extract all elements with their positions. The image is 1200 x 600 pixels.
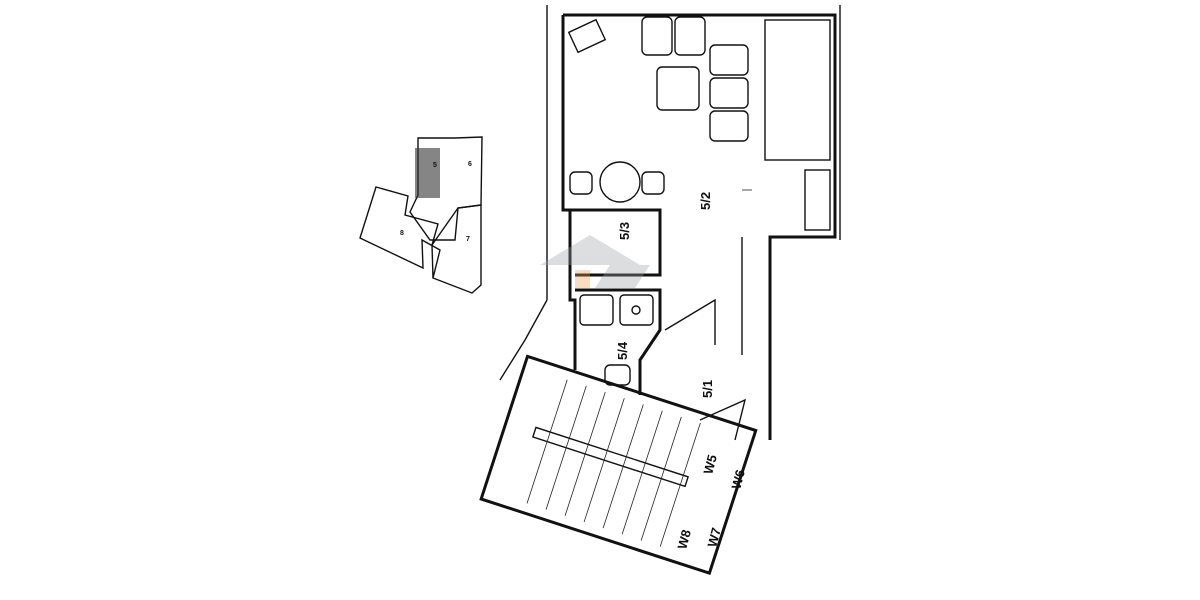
staircase <box>479 354 758 576</box>
key-divider <box>431 244 434 279</box>
drain <box>631 305 641 315</box>
key-label-8: 8 <box>400 230 404 237</box>
outer-wall-left <box>561 15 577 370</box>
outer-wall-right <box>563 13 837 440</box>
key-unit-5-fill <box>415 148 440 198</box>
chair <box>569 171 593 195</box>
key-label-5: 5 <box>433 162 437 169</box>
window-label-w5: W5 <box>700 453 720 476</box>
sofa-seat <box>709 110 749 142</box>
room-label-5-4: 5/4 <box>615 341 630 360</box>
facade-angle <box>499 299 548 381</box>
sofa-seat <box>674 16 706 56</box>
door-swing <box>664 298 716 345</box>
stairwell-walls <box>479 354 758 576</box>
room-label-5-2: 5/2 <box>698 192 713 210</box>
key-label-6: 6 <box>468 161 472 168</box>
key-label-7: 7 <box>466 236 470 243</box>
stair-eye <box>531 426 690 488</box>
sofa-seat <box>709 77 749 109</box>
bath-walls <box>575 288 662 395</box>
window-label-w6: W6 <box>728 468 748 491</box>
room-label-5-3: 5/3 <box>617 222 632 240</box>
key-unit-6-outline <box>409 136 483 241</box>
shower <box>579 294 614 326</box>
door-swing <box>699 398 747 441</box>
main-walls <box>499 5 841 440</box>
window-label-w8: W8 <box>674 528 694 551</box>
bed <box>764 19 831 161</box>
sofa-seat <box>709 44 749 76</box>
watermark-logo <box>540 235 650 288</box>
sofa-seat <box>641 16 673 56</box>
furniture <box>567 16 752 441</box>
window-label-w7: W7 <box>704 526 724 549</box>
kitchen-walls <box>570 208 662 277</box>
dining-table <box>599 161 641 203</box>
key-lower-units-outline <box>359 186 482 294</box>
wardrobe <box>804 169 831 231</box>
stair-treads <box>526 379 701 547</box>
armchair <box>567 18 607 54</box>
chair <box>641 171 665 195</box>
coffee-table <box>656 66 700 111</box>
washbasin <box>619 294 654 326</box>
room-label-5-1: 5/1 <box>700 380 715 398</box>
site-key-plan: 5 6 7 8 <box>359 136 483 294</box>
